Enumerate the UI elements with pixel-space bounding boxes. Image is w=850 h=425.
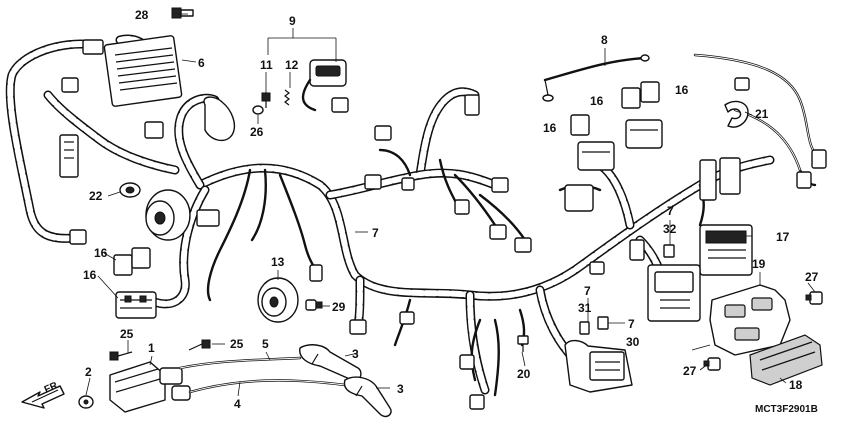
callout-16-d: 16	[94, 246, 108, 260]
callout-26: 26	[250, 125, 264, 139]
callout-32: 32	[663, 222, 677, 236]
bolt-27-upper	[805, 291, 823, 305]
callout-31: 31	[578, 301, 592, 315]
spring-12	[284, 89, 290, 106]
callout-19: 19	[752, 257, 766, 271]
round-connector-cover	[145, 189, 191, 241]
callout-7-c: 7	[584, 284, 591, 298]
leader-lines	[85, 13, 816, 397]
callout-17: 17	[776, 230, 790, 244]
callout-25-b: 25	[230, 337, 244, 351]
callout-29: 29	[332, 300, 346, 314]
plug-wire-5	[178, 356, 302, 370]
callout-20: 20	[517, 367, 531, 381]
right-connectors	[699, 77, 827, 201]
upper-relays-16	[570, 81, 663, 171]
rubber-cover	[203, 96, 236, 142]
front-direction-arrow	[21, 385, 65, 409]
callout-13: 13	[271, 255, 285, 269]
control-unit-17	[699, 224, 753, 276]
callout-21: 21	[755, 107, 769, 121]
collar-26	[252, 105, 264, 115]
callout-27-b: 27	[683, 364, 697, 378]
branch-wires	[206, 148, 705, 397]
regulator-rectifier-6	[82, 35, 183, 107]
clamp-2	[78, 395, 94, 409]
callout-4: 4	[234, 397, 241, 411]
callout-8: 8	[601, 33, 608, 47]
callout-3-a: 3	[352, 347, 359, 361]
callout-7-b: 7	[667, 204, 674, 218]
screw-11	[261, 92, 271, 108]
callout-28: 28	[135, 8, 149, 22]
left-connectors	[59, 77, 164, 245]
fuse-31	[579, 321, 590, 335]
reference-code: MCT3F2901B	[755, 404, 818, 415]
bolt-25-left	[109, 351, 133, 361]
fuse-32	[663, 244, 675, 258]
bolt-25-right	[188, 339, 211, 351]
callout-7-d: 7	[628, 317, 635, 331]
callout-7-a: 7	[372, 226, 379, 240]
callout-18: 18	[789, 378, 803, 392]
fuse-box	[647, 264, 701, 322]
cushion-18	[749, 334, 823, 386]
clip-22	[119, 182, 141, 198]
callout-16-b: 16	[675, 83, 689, 97]
callout-27-a: 27	[805, 270, 819, 284]
callout-12: 12	[285, 58, 299, 72]
left-relays-16	[113, 247, 157, 319]
bolt-28	[171, 7, 194, 19]
ignition-coil-1	[109, 361, 191, 413]
callout-3-b: 3	[397, 382, 404, 396]
spark-plug-cap-lower-3	[343, 376, 392, 418]
callout-9: 9	[289, 14, 296, 28]
indicator-unit-9	[301, 59, 349, 113]
callout-30: 30	[626, 335, 640, 349]
callout-16-e: 16	[83, 268, 97, 282]
clamp-21	[724, 100, 749, 128]
callout-16-c: 16	[543, 121, 557, 135]
bracket-19	[709, 284, 791, 356]
sub-wire-8	[542, 54, 650, 102]
callout-5: 5	[262, 337, 269, 351]
horn-13	[257, 277, 299, 323]
harness-connectors	[196, 94, 645, 410]
callout-labels: 28 6 9 11 12 10 26 8 16 16 16 21 22 16 1…	[43, 8, 819, 415]
callout-25-a: 25	[120, 327, 134, 341]
plug-wire-4	[188, 379, 347, 394]
callout-22: 22	[89, 189, 103, 203]
callout-6: 6	[198, 56, 205, 70]
callout-16-a: 16	[590, 94, 604, 108]
nut-29	[305, 299, 323, 311]
bottom-fuse-box	[564, 339, 633, 393]
callout-2: 2	[85, 365, 92, 379]
callout-1: 1	[148, 341, 155, 355]
fuse-30	[597, 316, 609, 330]
bolt-20	[517, 335, 529, 352]
bolt-27-lower	[703, 357, 721, 371]
callout-11: 11	[260, 58, 273, 72]
